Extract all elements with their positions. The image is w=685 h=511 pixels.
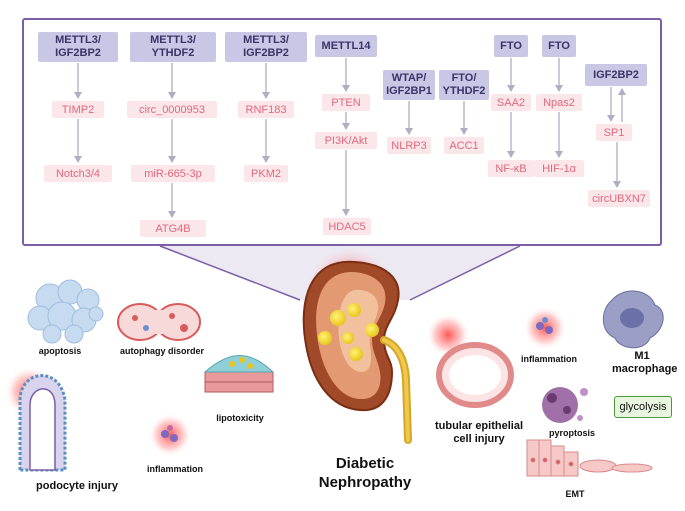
apoptosis-illustration: [27, 279, 104, 344]
node-circ-0000953: circ_0000953: [127, 101, 217, 118]
emt-illustration: [526, 439, 653, 477]
macrophage-illustration: [602, 290, 664, 349]
label-tubular-epithelial-cell-injury: tubular epithelial cell injury: [434, 420, 523, 445]
callout-line-right: [409, 245, 521, 301]
node-hdac5: HDAC5: [323, 218, 371, 235]
node-rnf183: RNF183: [238, 101, 294, 118]
node-mettl3-igf2bp2-1: METTL3/ IGF2BP2: [38, 32, 118, 62]
node-mettl3-igf2bp2-2: METTL3/ IGF2BP2: [225, 32, 307, 62]
node-pi3k-akt: PI3K/Akt: [315, 132, 377, 149]
node-circubxn7: circUBXN7: [588, 190, 650, 207]
node-pkm2: PKM2: [244, 165, 288, 182]
node-wtap-igf2bp1: WTAP/ IGF2BP1: [383, 70, 435, 100]
autophagy-illustration: [117, 303, 201, 341]
node-acc1: ACC1: [444, 137, 484, 154]
glycolysis-box: glycolysis: [614, 396, 672, 418]
inflammation-left-illustration: [148, 413, 192, 457]
node-npas2: Npas2: [536, 94, 582, 111]
inflammation-right-illustration: [523, 306, 567, 350]
node-fto-1: FTO: [494, 35, 528, 57]
node-timp2: TIMP2: [52, 101, 104, 118]
label-emt: EMT: [565, 489, 585, 499]
label-m1-macrophage: M1 macrophage: [612, 350, 678, 375]
node-mir-665-3p: miR-665-3p: [131, 165, 215, 182]
pathway-arrows: [74, 58, 626, 218]
label-lipotoxicity: lipotoxicity: [216, 413, 264, 423]
node-fto-ythdf2: FTO/ YTHDF2: [439, 70, 489, 100]
label-podocyte-injury: podocyte injury: [36, 480, 118, 492]
node-fto-2: FTO: [542, 35, 576, 57]
node-hif-1a: HIF-1α: [534, 160, 584, 177]
node-pten: PTEN: [322, 94, 370, 111]
label-pyroptosis: pyroptosis: [548, 428, 595, 438]
label-inflammation-right: inflammation: [520, 354, 577, 364]
podocyte-illustration: [4, 366, 67, 472]
node-saa2: SAA2: [491, 94, 531, 111]
node-atg4b: ATG4B: [140, 220, 206, 237]
kidney-illustration: [302, 244, 412, 444]
node-nf-kb: NF-κB: [488, 160, 534, 177]
pyroptosis-illustration: [542, 387, 588, 423]
label-autophagy-disorder: autophagy disorder: [119, 346, 204, 356]
node-sp1: SP1: [596, 124, 632, 141]
diagram-title: Diabetic Nephropathy: [318, 455, 412, 491]
node-mettl14: METTL14: [315, 35, 377, 57]
lipotoxicity-illustration: [203, 355, 275, 393]
tubular-illustration: [426, 313, 514, 408]
label-apoptosis: apoptosis: [38, 346, 82, 356]
node-igf2bp2: IGF2BP2: [585, 64, 647, 86]
node-notch3-4: Notch3/4: [44, 165, 112, 182]
node-mettl3-ythdf2: METTL3/ YTHDF2: [130, 32, 216, 62]
callout-line-left: [159, 245, 301, 301]
node-nlrp3: NLRP3: [387, 137, 431, 154]
label-inflammation-left: inflammation: [146, 464, 203, 474]
